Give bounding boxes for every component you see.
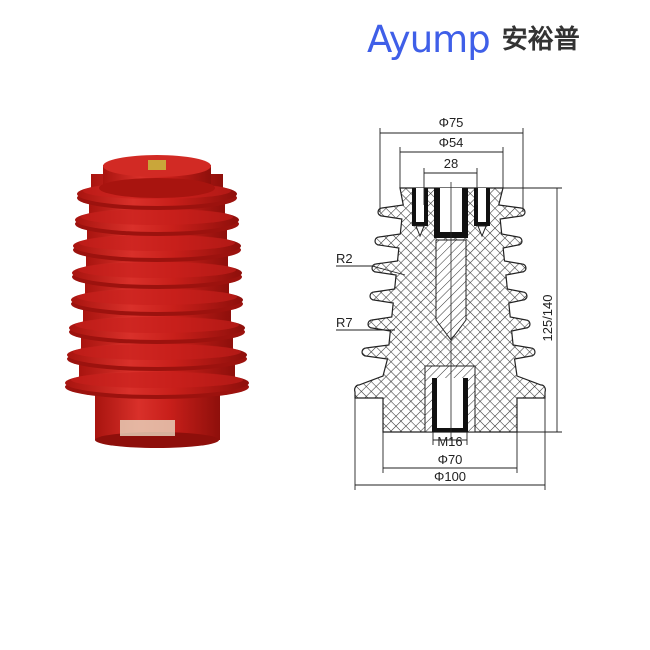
dim-base: Φ70 [438, 452, 463, 467]
brand-logo: Ayump 安裕普 [367, 20, 580, 60]
technical-drawing: Φ75 Φ54 28 R2 R7 125/140 M16 Φ70 Φ100 [336, 115, 562, 490]
insulator-photo [65, 155, 249, 448]
dim-insert-spacing: 28 [444, 156, 458, 171]
photo-label [120, 420, 175, 436]
photo-terminal [148, 160, 166, 170]
dim-radius-large: R7 [336, 315, 353, 330]
dimension-lines [336, 128, 562, 490]
dim-top-outer: Φ75 [439, 115, 464, 130]
dim-thread: M16 [437, 434, 462, 449]
dim-radius-small: R2 [336, 251, 353, 266]
logo-chinese: 安裕普 [501, 25, 580, 55]
bottom-insert [424, 365, 476, 433]
dim-flange: Φ100 [434, 469, 466, 484]
dim-top-inner: Φ54 [439, 135, 464, 150]
logo-brand: Ayump [367, 18, 491, 61]
dim-height: 125/140 [540, 295, 555, 342]
